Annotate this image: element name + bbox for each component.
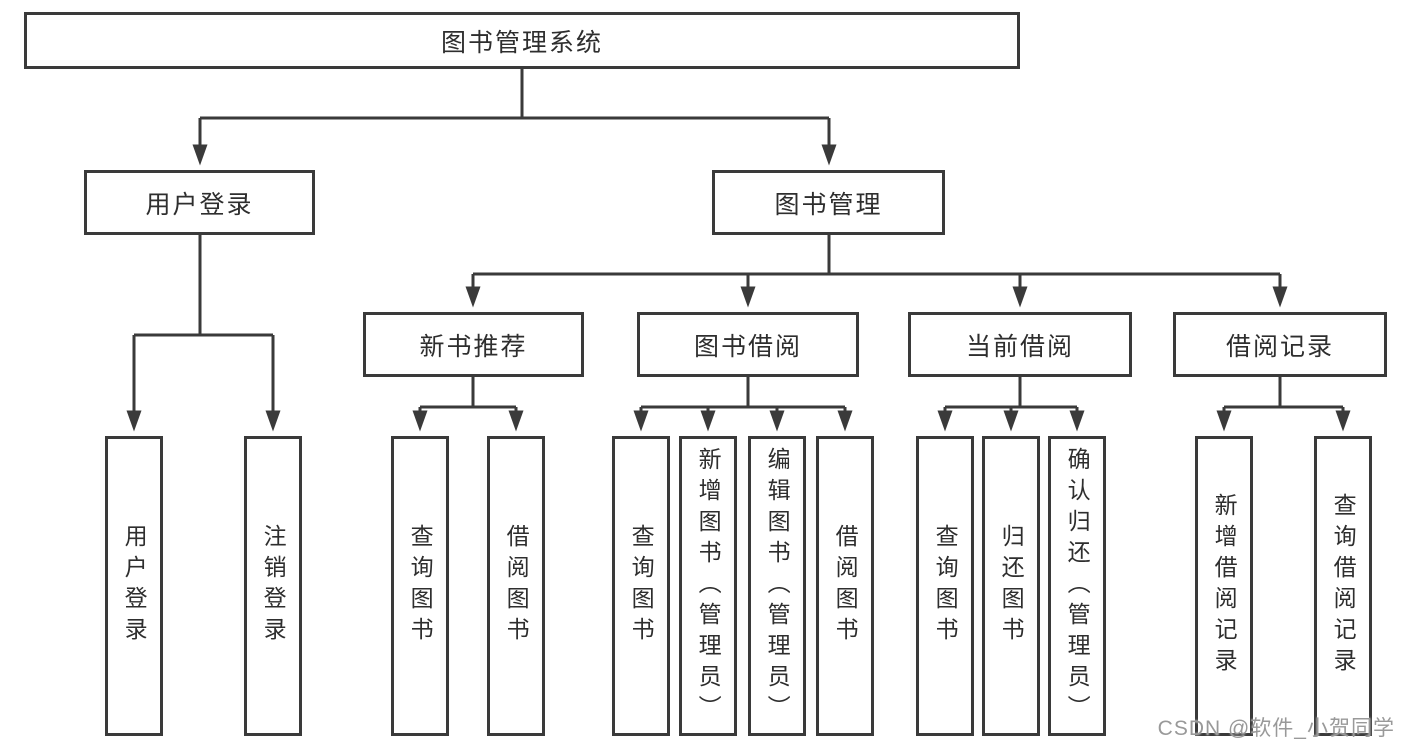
- node-leaf-query-book-2-label: 查询图书: [628, 524, 655, 648]
- node-leaf-edit-book-admin-label: 编辑图书（管理员）: [764, 446, 791, 726]
- node-current-borrow: 当前借阅: [908, 312, 1132, 377]
- node-leaf-add-book-admin-label: 新增图书（管理员）: [695, 446, 722, 726]
- node-leaf-query-book-1-label: 查询图书: [407, 524, 434, 648]
- node-leaf-user-login: 用户登录: [105, 436, 163, 736]
- node-leaf-query-book-3: 查询图书: [916, 436, 974, 736]
- node-leaf-borrow-book-1: 借阅图书: [487, 436, 545, 736]
- node-book-management: 图书管理: [712, 170, 945, 235]
- node-leaf-query-book-1: 查询图书: [391, 436, 449, 736]
- node-leaf-query-borrow-record: 查询借阅记录: [1314, 436, 1372, 736]
- node-book-borrow: 图书借阅: [637, 312, 859, 377]
- node-leaf-add-borrow-record: 新增借阅记录: [1195, 436, 1253, 736]
- node-leaf-user-login-label: 用户登录: [121, 524, 148, 648]
- node-leaf-borrow-book-2: 借阅图书: [816, 436, 874, 736]
- node-leaf-query-borrow-record-label: 查询借阅记录: [1330, 493, 1357, 679]
- node-leaf-borrow-book-1-label: 借阅图书: [503, 524, 530, 648]
- node-leaf-add-book-admin: 新增图书（管理员）: [679, 436, 737, 736]
- node-leaf-borrow-book-2-label: 借阅图书: [832, 524, 859, 648]
- node-leaf-query-book-3-label: 查询图书: [932, 524, 959, 648]
- node-new-book-recommend: 新书推荐: [363, 312, 584, 377]
- node-leaf-confirm-return-admin: 确认归还（管理员）: [1048, 436, 1106, 736]
- node-root: 图书管理系统: [24, 12, 1020, 69]
- node-borrow-records: 借阅记录: [1173, 312, 1387, 377]
- node-leaf-logout: 注销登录: [244, 436, 302, 736]
- node-leaf-return-book: 归还图书: [982, 436, 1040, 736]
- node-leaf-query-book-2: 查询图书: [612, 436, 670, 736]
- csdn-watermark: CSDN @软件_小贺同学: [1157, 717, 1395, 740]
- node-leaf-logout-label: 注销登录: [260, 524, 287, 648]
- node-leaf-edit-book-admin: 编辑图书（管理员）: [748, 436, 806, 736]
- node-leaf-add-borrow-record-label: 新增借阅记录: [1211, 493, 1238, 679]
- node-user-login: 用户登录: [84, 170, 315, 235]
- node-leaf-confirm-return-admin-label: 确认归还（管理员）: [1064, 446, 1091, 726]
- node-leaf-return-book-label: 归还图书: [998, 524, 1025, 648]
